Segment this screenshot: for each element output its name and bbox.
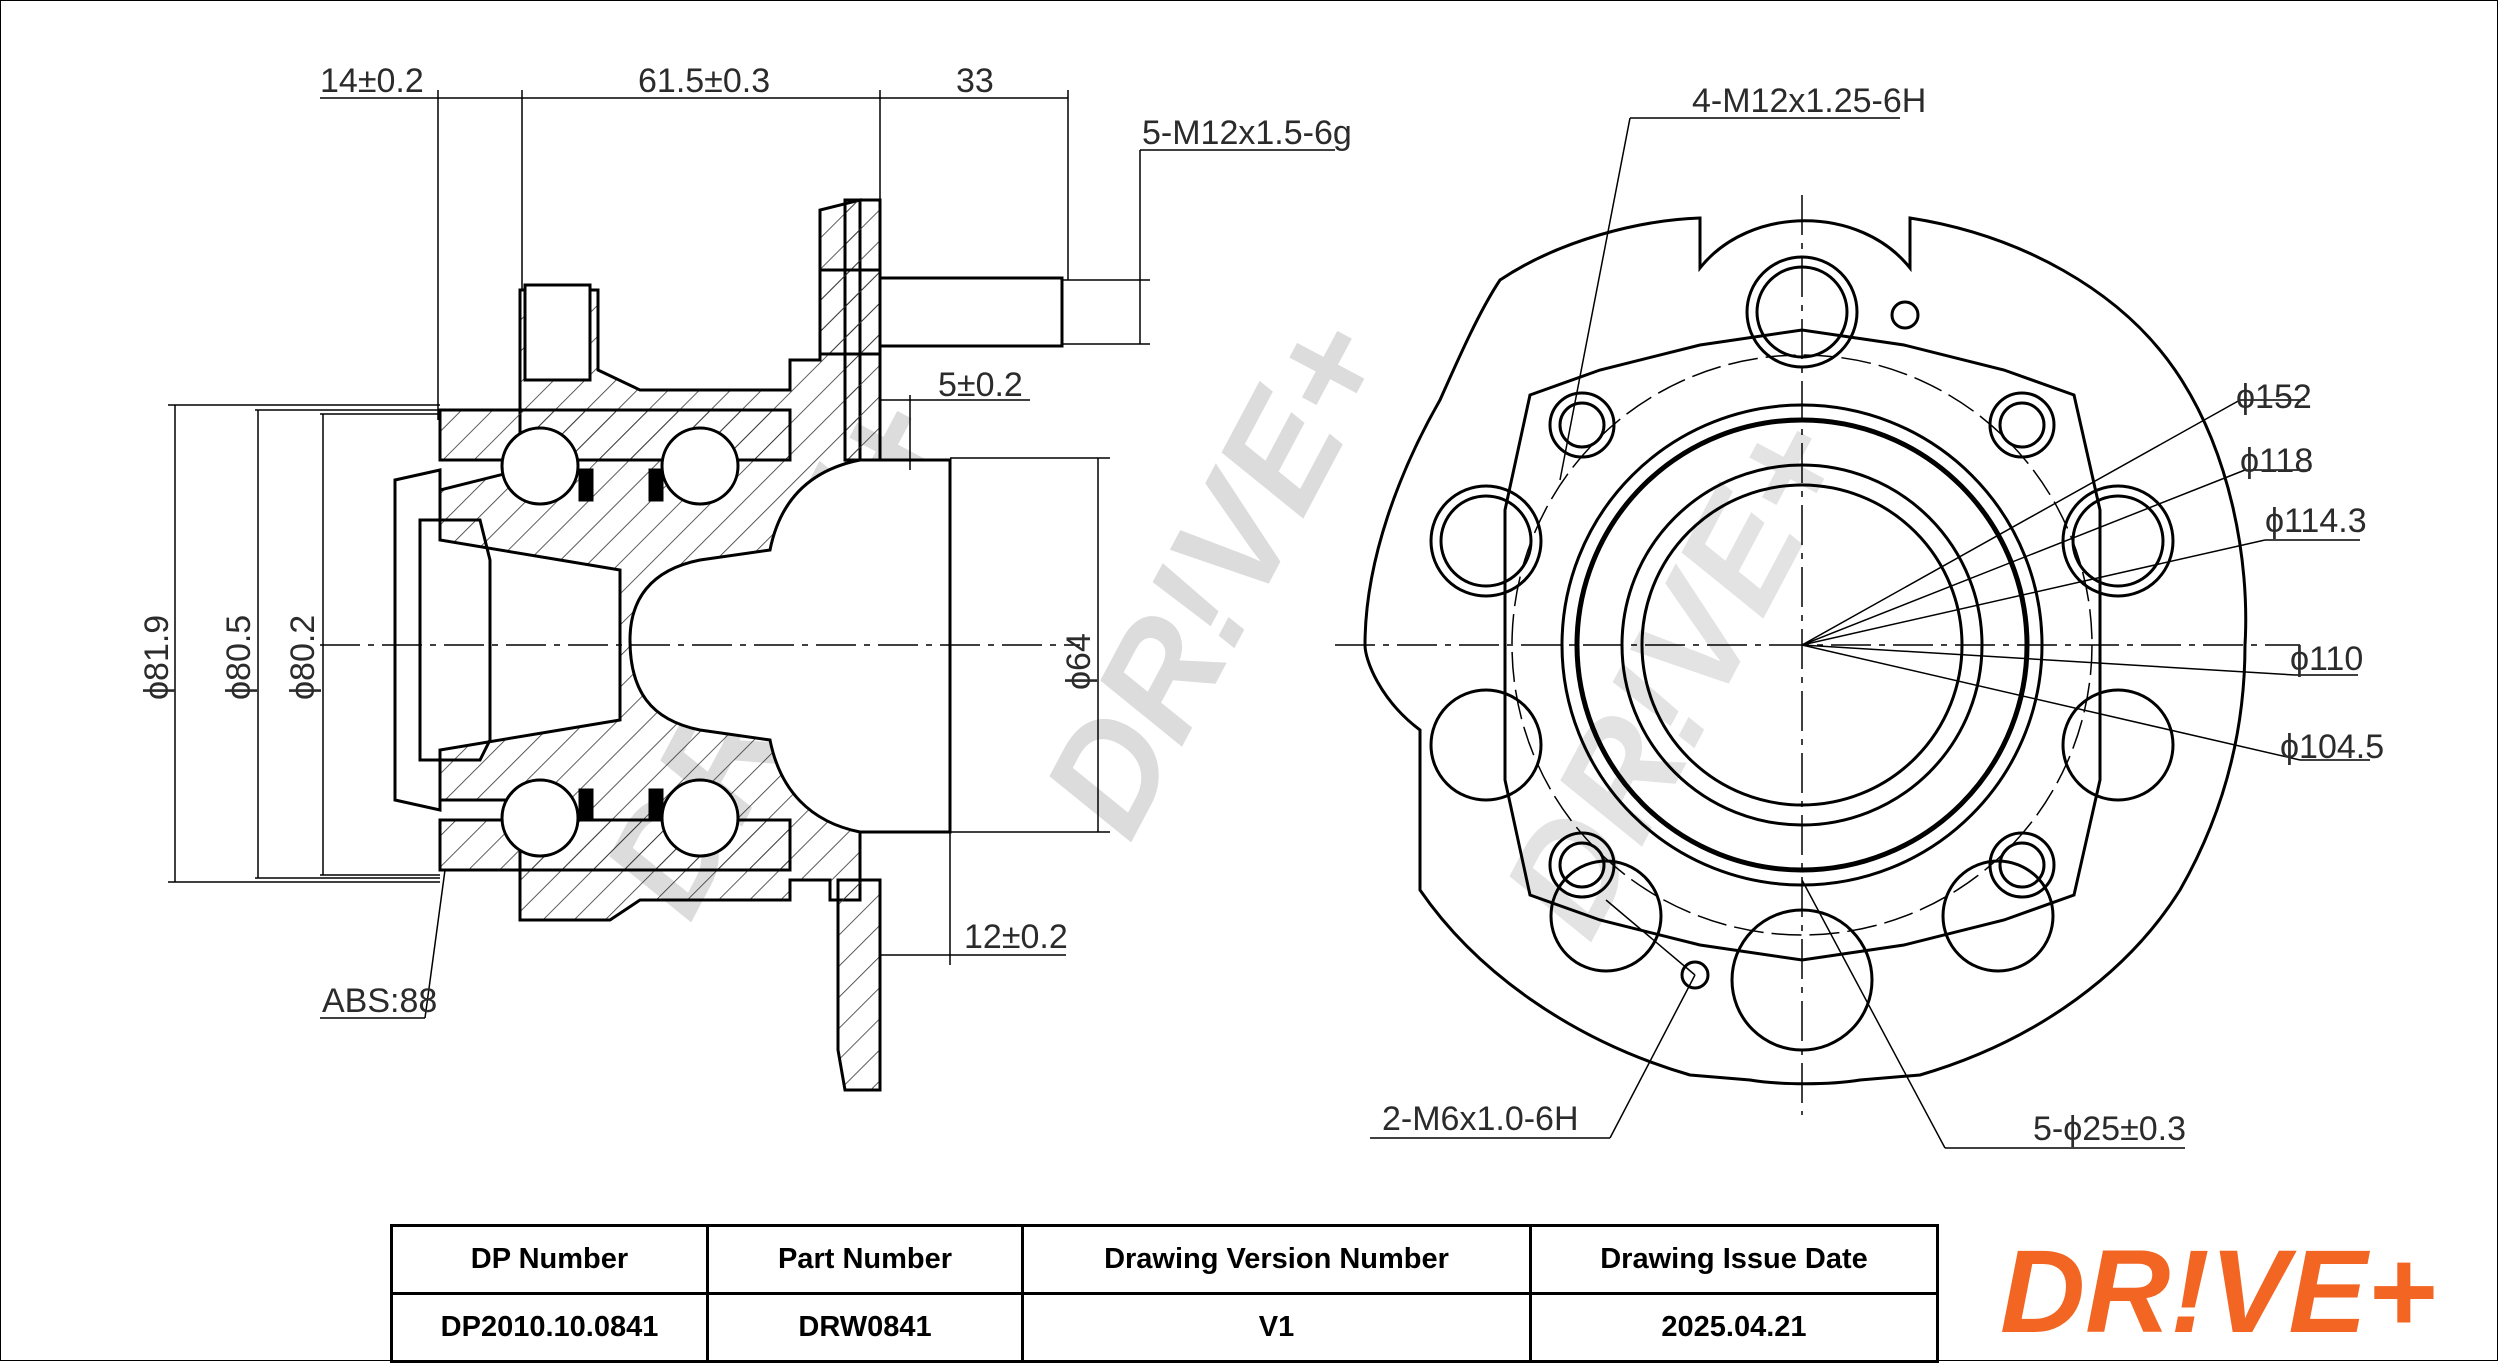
dim-thread-stud: 5-M12x1.5-6g: [1142, 114, 1352, 152]
inner-cavity: [420, 518, 492, 762]
logo-text: DR!VE+: [2000, 1226, 2436, 1358]
side-dimension-labels: 14±0.2 61.5±0.3 33 5-M12x1.5-6g 5±0.2 12…: [138, 62, 1352, 1020]
flange-bottom: [836, 878, 882, 1092]
side-section-view: [320, 198, 1080, 1092]
watermark-center: DR!VE+: [1010, 291, 1419, 859]
seal: [578, 788, 594, 822]
circle-152: [1560, 403, 2044, 887]
circle-110: [1640, 483, 1964, 807]
header-dp-number: DP Number: [390, 1224, 709, 1295]
dim-61-5: 61.5±0.3: [638, 62, 770, 100]
circle-114: [1620, 463, 1984, 827]
dim-dia-104-5: ϕ104.5: [2280, 728, 2384, 766]
m6-hole: [1680, 960, 1710, 990]
value-part-number: DRW0841: [706, 1292, 1024, 1363]
bearing-ball: [500, 778, 580, 858]
bearing-ball: [660, 426, 740, 506]
header-version: Drawing Version Number: [1021, 1224, 1532, 1295]
dim-dia-114-3: ϕ114.3: [2265, 502, 2367, 540]
dim-dia-110: ϕ110: [2290, 640, 2363, 678]
bolt-circle: [1511, 354, 2093, 936]
value-version: V1: [1021, 1292, 1532, 1363]
dim-5: 5±0.2: [938, 366, 1023, 404]
dim-dia-81-9: ϕ81.9: [138, 615, 176, 700]
mount-stub: [523, 283, 592, 382]
dim-dia-80-2: ϕ80.2: [284, 615, 322, 700]
wheel-stud: [878, 276, 1064, 348]
dim-dia-80-5: ϕ80.5: [220, 615, 258, 700]
dim-bolt-thread: 4-M12x1.25-6H: [1692, 82, 1926, 120]
dim-33: 33: [956, 62, 994, 100]
dim-holes-25: 5-ϕ25±0.3: [2033, 1110, 2186, 1148]
seal: [578, 468, 594, 502]
header-issue-date: Drawing Issue Date: [1529, 1224, 1939, 1295]
dim-dia-118: ϕ118: [2240, 442, 2313, 480]
bearing-ball: [500, 426, 580, 506]
wheel-stud-holes: [1429, 255, 2175, 1052]
watermark-right: DR!VE+: [1470, 391, 1879, 959]
front-view: [1335, 117, 2370, 1149]
stud-knurl: [818, 268, 882, 356]
hub-bore: [628, 458, 952, 834]
title-block: DP Number Part Number Drawing Version Nu…: [390, 1224, 1939, 1363]
knuckle-square: [1503, 328, 2102, 962]
bearing-ball: [660, 778, 740, 858]
dim-m6-thread: 2-M6x1.0-6H: [1382, 1100, 1579, 1138]
dim-12: 12±0.2: [964, 918, 1068, 956]
value-dp-number: DP2010.10.0841: [390, 1292, 709, 1363]
circle-118: [1574, 417, 2030, 873]
dim-14: 14±0.2: [320, 62, 424, 100]
dim-abs: ABS:88: [322, 982, 437, 1020]
flange-outline: [1363, 216, 2248, 1086]
value-issue-date: 2025.04.21: [1529, 1292, 1939, 1363]
seal: [648, 788, 664, 822]
seal: [648, 468, 664, 502]
m6-hole: [1890, 300, 1920, 330]
dim-dia-64: ϕ64: [1060, 633, 1098, 690]
dim-dia-152: ϕ152: [2236, 378, 2312, 416]
drive-logo: DR!VE+: [2000, 1226, 2436, 1358]
side-dimension-lines: [168, 90, 1335, 1019]
header-part-number: Part Number: [706, 1224, 1024, 1295]
bolt-holes: [1548, 391, 2056, 899]
front-dimension-labels: 4-M12x1.25-6H ϕ152 ϕ118 ϕ114.3 ϕ110 ϕ104…: [1382, 82, 2384, 1148]
